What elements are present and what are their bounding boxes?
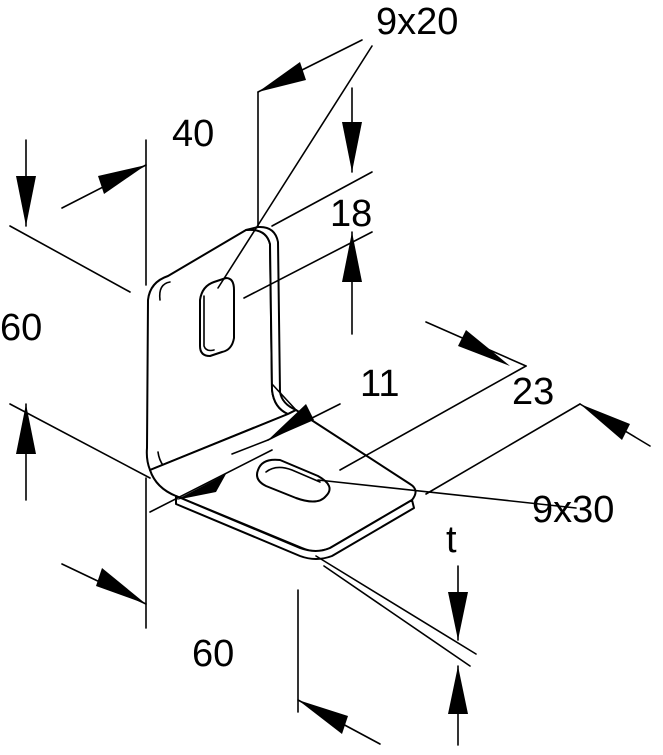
arrow-t-top	[448, 592, 468, 640]
label-slot-distance: 11	[360, 363, 399, 405]
label-thickness: t	[446, 519, 457, 561]
bracket-part	[145, 225, 417, 560]
arrow-t-bottom	[448, 666, 468, 714]
arrow-60-top	[16, 176, 36, 226]
arrow-23-left	[458, 330, 510, 366]
label-foot-width: 23	[512, 371, 554, 413]
arrow-60-bottom	[16, 404, 36, 454]
label-foot-length: 60	[192, 633, 234, 675]
label-hole-lower: 9x30	[532, 489, 614, 531]
arrow-11-upper	[268, 404, 314, 440]
label-height: 60	[0, 307, 42, 349]
arrow-40-right	[258, 62, 306, 92]
dimension-labels: 9x20 40 18 60 11 23 9x30 t 60	[0, 1, 614, 675]
arrow-60-foot-left	[96, 568, 146, 604]
label-slot-offset: 18	[330, 193, 372, 235]
arrow-23-right	[580, 404, 630, 440]
dimension-arrows	[16, 62, 630, 734]
label-upper-width: 40	[172, 113, 214, 155]
arrow-18-bottom	[342, 232, 362, 282]
arrow-40-left	[98, 165, 146, 194]
label-hole-upper: 9x20	[376, 1, 458, 43]
arrow-18-top	[342, 122, 362, 172]
arrow-60-foot-right	[298, 700, 348, 734]
arrow-11-lower	[176, 474, 226, 500]
